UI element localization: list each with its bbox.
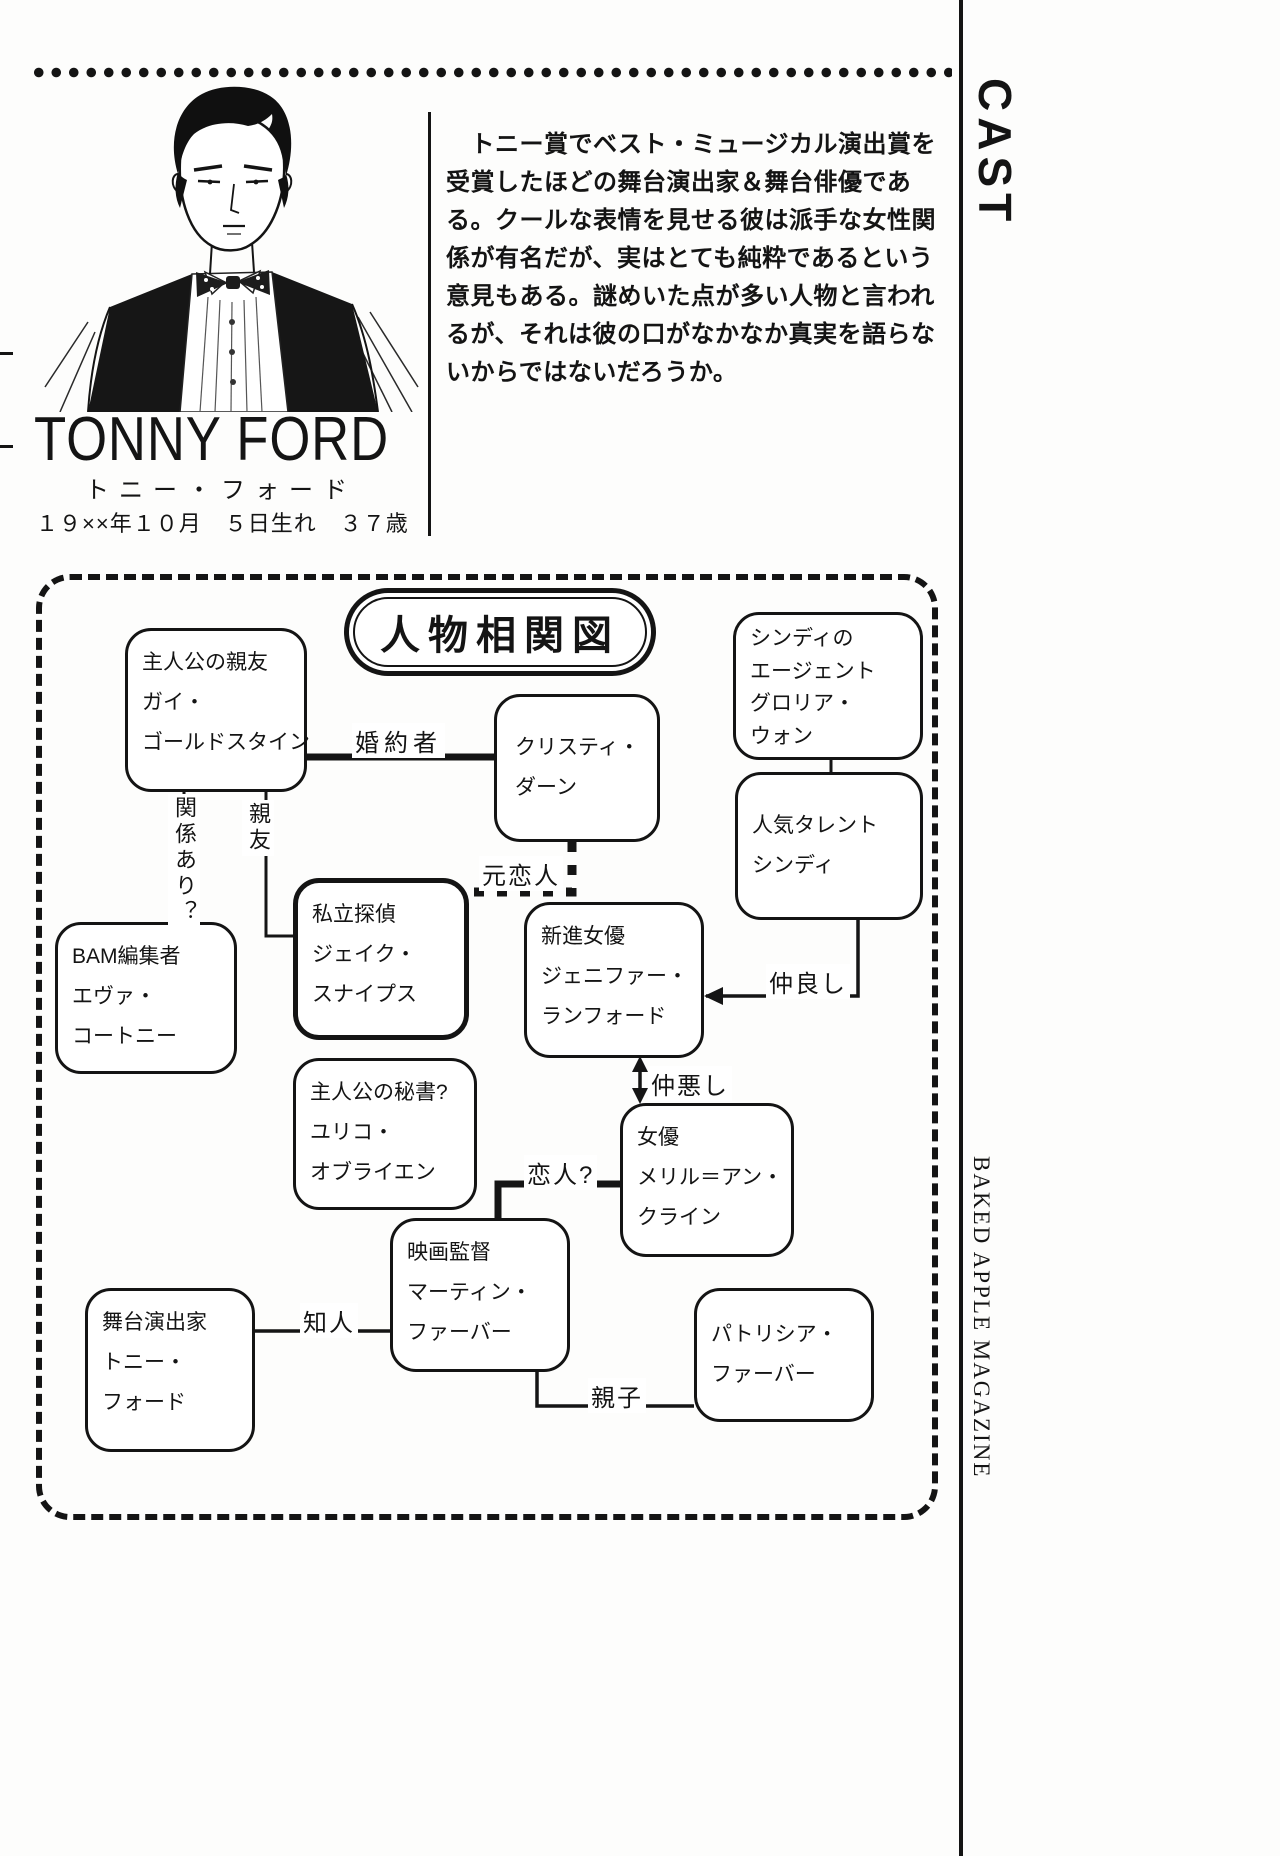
tonny-ford-portrait [44,86,419,413]
node-meryl-ann-klein: 女優 メリル＝アン・ クライン [620,1103,794,1257]
shirt-pleats [199,296,263,413]
node-yuriko-obrien: 主人公の秘書? ユリコ・ オブライエン [293,1058,477,1210]
node-martin-farber: 映画監督 マーティン・ ファーバー [390,1218,570,1372]
node-guy-goldstein: 主人公の親友 ガイ・ ゴールドスタイン [125,628,310,792]
character-name-en: TONNY FORD [34,405,389,474]
edge-tick-mark [0,352,13,355]
nose [230,183,240,214]
edge-label-acquaintance: 知人 [300,1303,358,1338]
character-birthdate: １９××年１０月 ５日生れ ３７歳 [36,511,409,536]
node-patricia-farber: パトリシア・ ファーバー [694,1288,874,1422]
node-tonny-ford: 舞台演出家 トニー・ フォード [85,1288,255,1452]
edge-label-goodterms: 仲良し [766,964,850,999]
profile-divider [428,112,431,536]
node-jennifer-lankford: 新進女優 ジェニファー・ ランフォード [524,902,704,1058]
tuxedo-left [88,274,200,412]
diagram-title-box: 人物相関図 [344,588,656,676]
bow-tie [196,270,270,297]
dress-shirt [179,271,289,413]
face [178,114,286,252]
magazine-credit: BAKED APPLE MAGAZINE [969,1156,994,1479]
portrait-illustration [40,82,420,413]
edge-label-bestfriend: 親友 [242,800,274,856]
node-eva-courtney: BAM編集者 エヴァ・ コートニー [55,922,237,1074]
edge-label-exlover: 元恋人 [479,856,563,891]
edge-label-parentchild: 親子 [588,1378,646,1413]
edge-label-lover: 恋人? [524,1155,598,1190]
character-name-ja: トニー・フォード [85,477,357,504]
node-gloria-wong: シンディの エージェント グロリア・ ウォン [733,612,923,760]
edge-label-badterms: 仲悪し [648,1066,732,1101]
node-jake-snipes: 私立探偵 ジェイク・ スナイプス [293,878,469,1040]
edge-tick-mark [0,445,13,448]
node-cindy: 人気タレント シンディ [735,772,923,920]
character-description: トニー賞でベスト・ミュージカル演出賞を 受賞したほどの舞台演出家＆舞台俳優であ … [446,131,936,386]
node-christie-dawn: クリスティ・ ダーン [494,694,660,842]
neck [209,241,255,275]
diagram-title: 人物相関図 [353,597,647,667]
dotted-divider [30,66,952,79]
edge-label-fiancee: 婚約者 [352,723,445,758]
cast-label: CAST [969,78,1021,228]
tuxedo-right [268,272,378,412]
edge-label-related: 関係あり？ [168,794,200,928]
right-margin-rule [959,0,963,1856]
hair [173,86,292,176]
